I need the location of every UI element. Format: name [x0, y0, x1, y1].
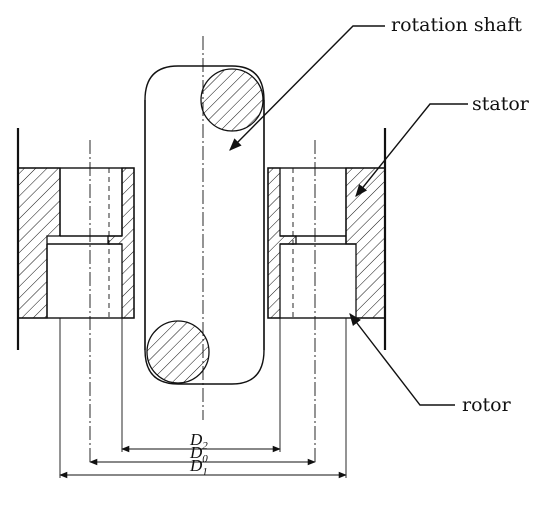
shaft-bottom-section — [146, 320, 210, 384]
shaft-top-section — [200, 68, 264, 132]
d0-label: D0 — [189, 443, 208, 465]
d2-label: D2 — [189, 430, 208, 452]
shaft-leader — [229, 25, 385, 151]
left-stator — [17, 167, 61, 319]
stator-label: stator — [472, 93, 530, 115]
stator-leader — [355, 103, 468, 197]
right-gap-path — [280, 168, 356, 245]
d1-label: D1 — [189, 456, 208, 478]
right-stator — [345, 167, 386, 319]
left-rotor — [107, 167, 135, 319]
rotor-leader — [349, 313, 455, 406]
left-gap-path — [46, 168, 123, 318]
right-rotor — [267, 167, 297, 319]
rotor-label: rotor — [462, 394, 512, 416]
rotation-shaft-label: rotation shaft — [391, 14, 522, 36]
